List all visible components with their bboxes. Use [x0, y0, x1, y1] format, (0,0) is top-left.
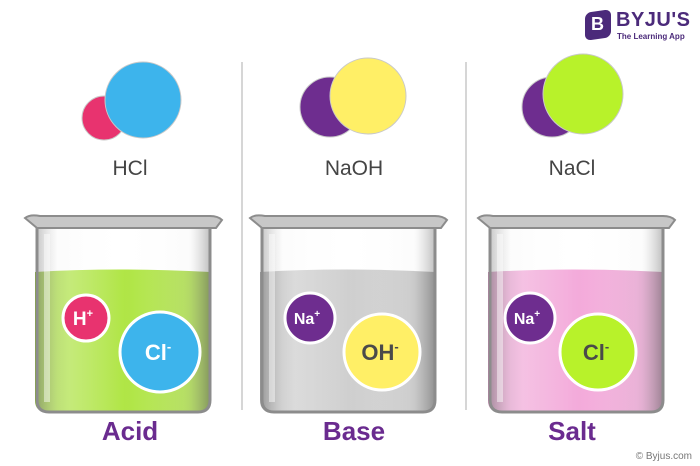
- ion-label: Na+: [294, 309, 320, 328]
- glass-highlight: [269, 234, 275, 402]
- nacl-molecule: [521, 53, 624, 138]
- ion-sodium: Na+: [503, 291, 557, 345]
- logo-letter: B: [591, 14, 604, 35]
- ion-circle: [283, 291, 337, 345]
- naoh-molecule: [299, 57, 407, 138]
- beaker: [248, 214, 449, 414]
- hcl-molecule: [81, 61, 182, 141]
- copyright-notice: © Byjus.com: [635, 451, 692, 462]
- panel-title: Acid: [102, 416, 158, 446]
- ion-label: OH-: [361, 339, 398, 365]
- ion-label: Cl-: [583, 339, 609, 365]
- beaker: [23, 214, 224, 414]
- panel-title: Base: [323, 416, 385, 446]
- hydroxide-atom: [329, 57, 407, 135]
- ion-circle: [503, 291, 557, 345]
- brand-tagline: The Learning App: [617, 32, 685, 41]
- ion-label: H+: [73, 308, 93, 330]
- ion-circle: [61, 293, 111, 343]
- formula-label: HCl: [113, 157, 148, 180]
- byjus-logo-icon: B: [585, 9, 611, 41]
- beaker-rim: [23, 214, 224, 229]
- panel-acid: HCl H+ Cl- Acid: [23, 61, 224, 446]
- byjus-logo: B BYJU'S The Learning App: [585, 8, 697, 44]
- ion-label: Na+: [514, 309, 540, 328]
- chlorine-atom: [104, 61, 182, 139]
- formula-label: NaOH: [325, 157, 383, 180]
- beaker-rim: [476, 214, 677, 229]
- glass-highlight: [44, 234, 50, 402]
- ion-hydrogen: H+: [61, 293, 111, 343]
- panel-title: Salt: [548, 416, 596, 446]
- ion-circle: [558, 312, 638, 392]
- ion-circle: [342, 312, 422, 392]
- brand-name: BYJU'S: [616, 9, 691, 31]
- chlorine-atom: [542, 53, 624, 135]
- ion-sodium: Na+: [283, 291, 337, 345]
- ion-circle: [118, 310, 202, 394]
- beaker-rim: [248, 214, 449, 229]
- formula-label: NaCl: [549, 157, 596, 180]
- ion-chloride: Cl-: [118, 310, 202, 394]
- glass-highlight: [497, 234, 503, 402]
- ion-chloride: Cl-: [558, 312, 638, 392]
- ion-label: Cl-: [145, 339, 171, 365]
- panel-base: NaOH Na+ OH- Base: [248, 57, 449, 446]
- panel-salt: NaCl Na+ Cl- Salt: [476, 53, 677, 446]
- ion-hydroxide: OH-: [342, 312, 422, 392]
